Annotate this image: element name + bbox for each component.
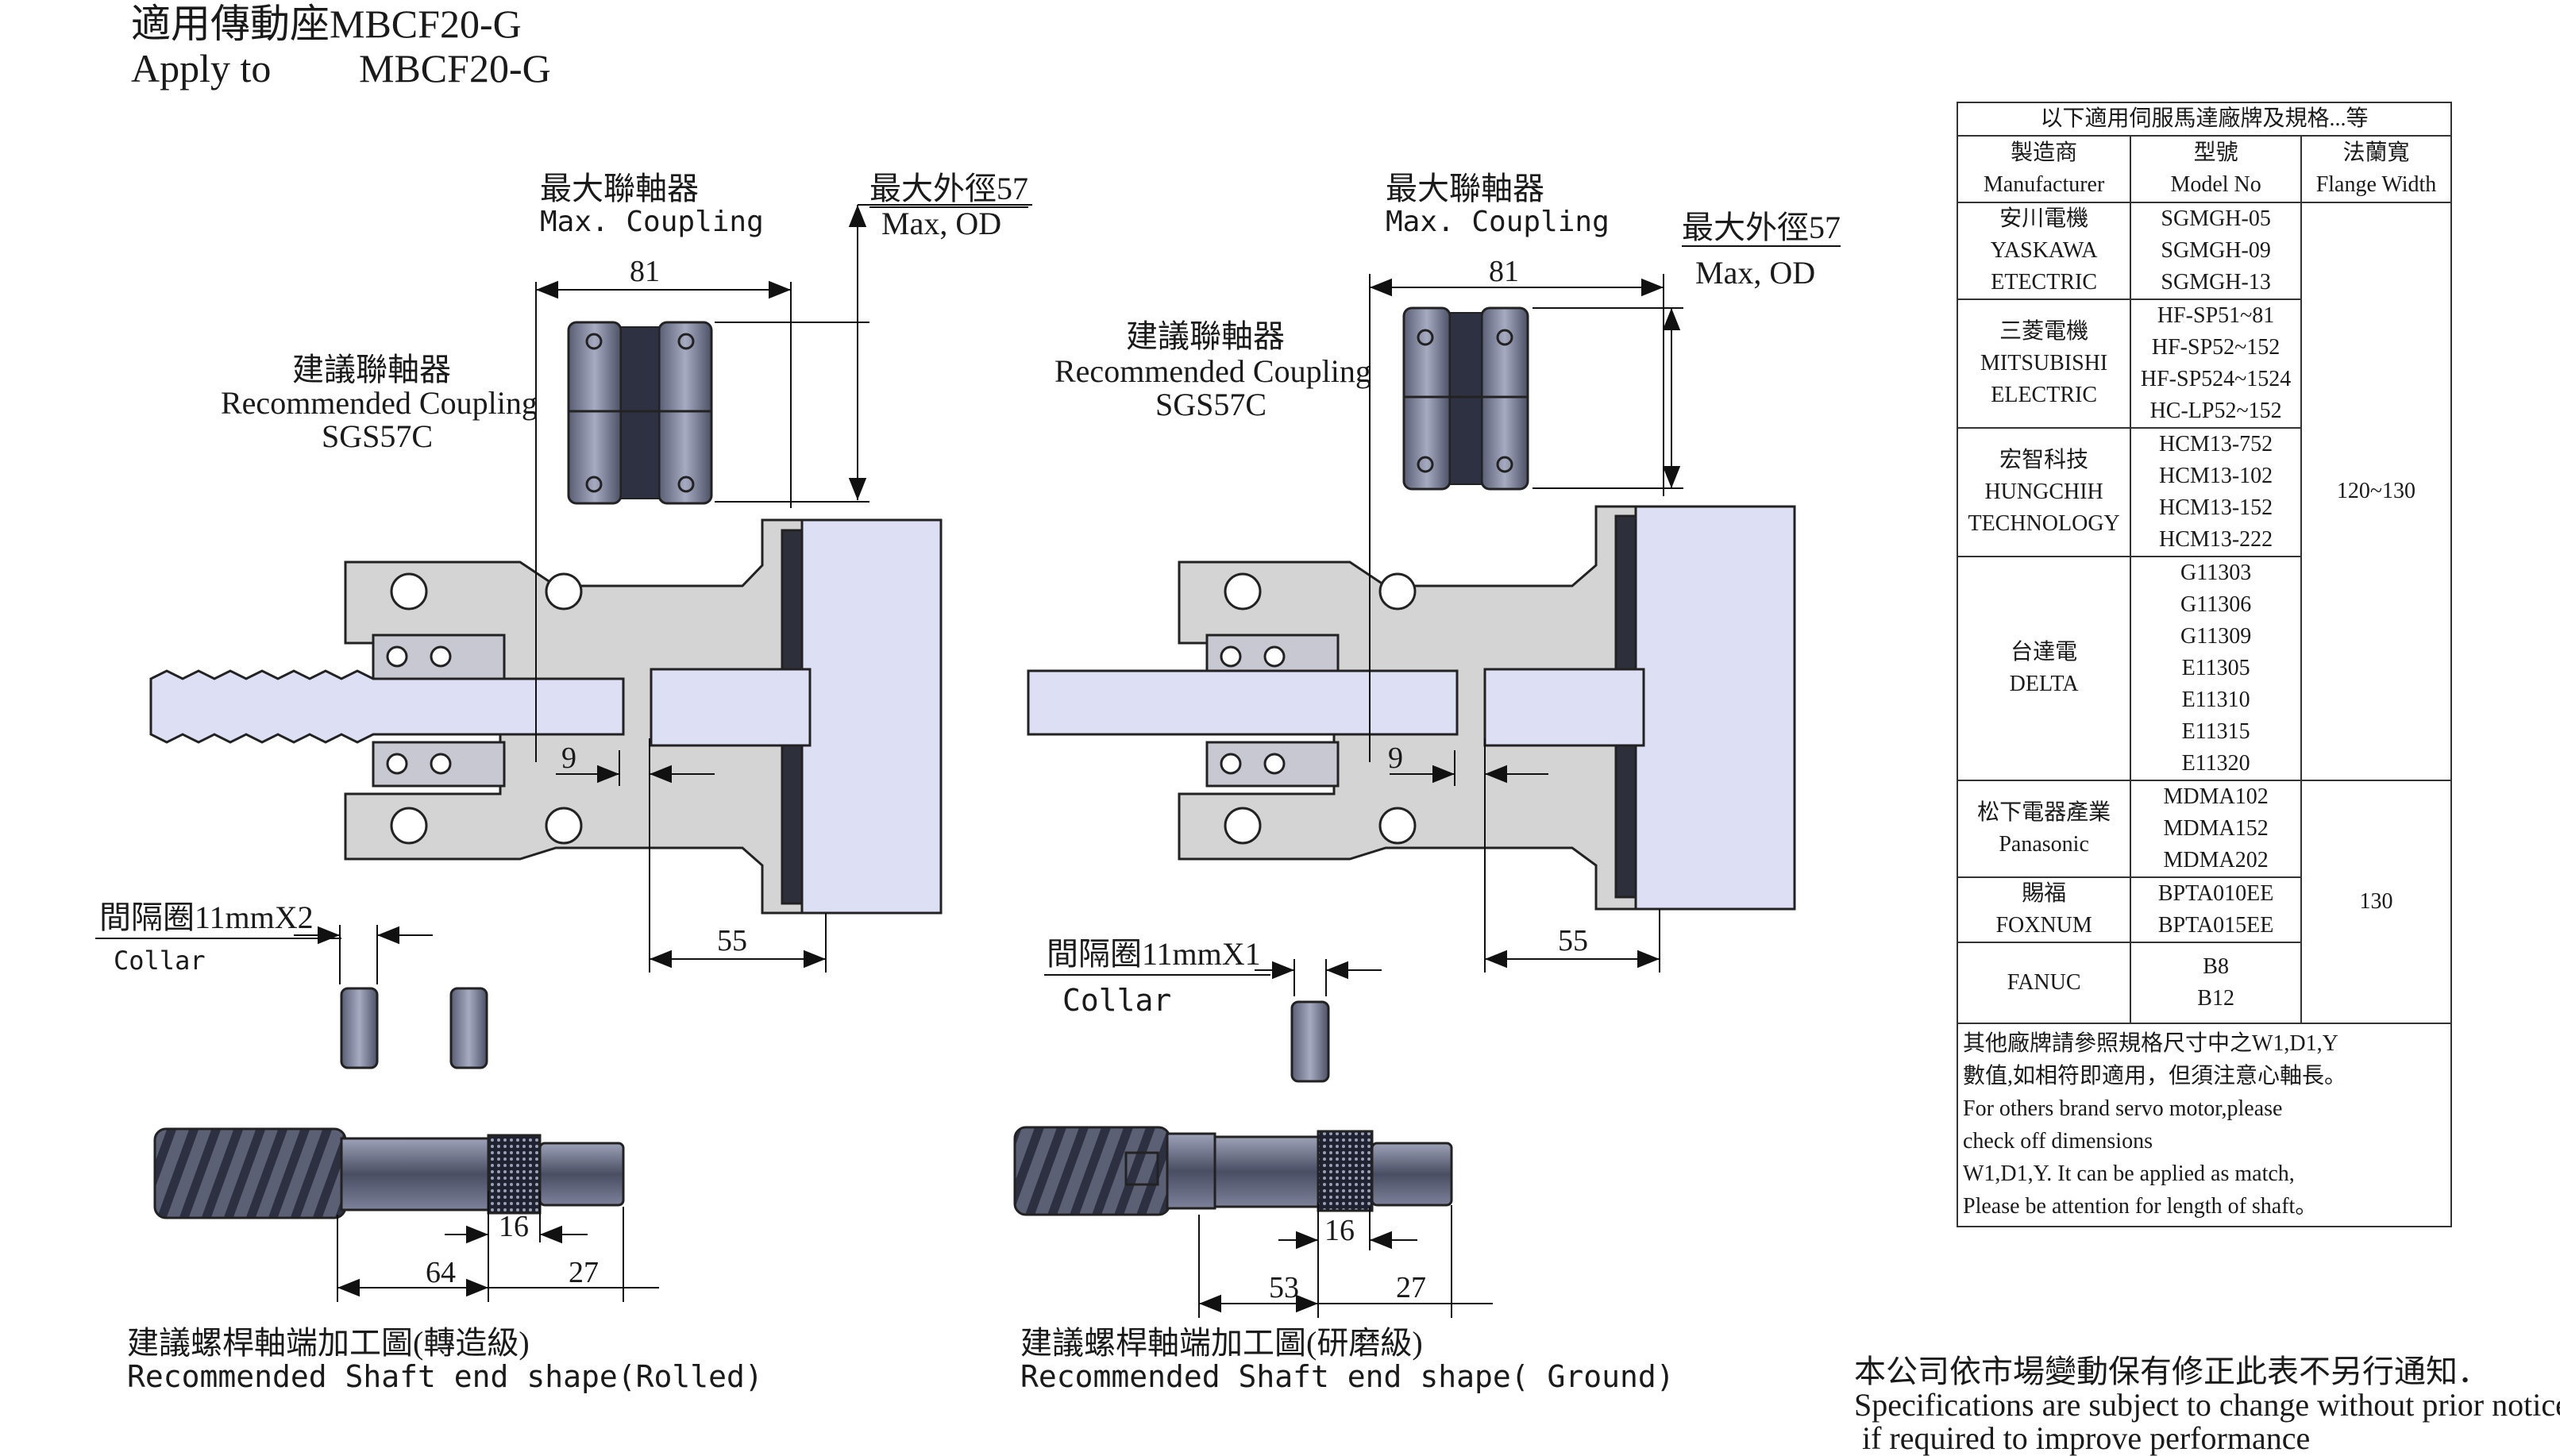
right-dim-27: 27 <box>1396 1271 1426 1304</box>
left-rec-cn: 建議聯軸器 <box>292 352 451 387</box>
right-coupling <box>1402 306 1529 491</box>
left-shaft-en: Recommended Shaft end shape(Rolled) <box>127 1359 763 1394</box>
left-max-od-cn: 最大外徑57 <box>869 171 1028 208</box>
header-flange-cn: 法蘭寬 <box>2342 141 2410 165</box>
title-en-model: MBCF20-G <box>359 46 551 91</box>
left-shaft-cn: 建議螺桿軸端加工圖(轉造級) <box>127 1325 530 1361</box>
right-dim-53: 53 <box>1269 1271 1299 1304</box>
left-dim-55: 55 <box>717 924 747 957</box>
title-cn: 適用傳動座MBCF20-G <box>131 2 522 46</box>
left-max-od-en: Max, OD <box>881 206 1002 241</box>
right-max-coupling-cn: 最大聯軸器 <box>1386 171 1544 206</box>
left-collar-2 <box>449 987 488 1069</box>
right-max-coupling-en: Max. Coupling <box>1386 206 1610 238</box>
flange-120-130: 120~130 <box>2300 202 2453 781</box>
right-collar-en: Collar <box>1062 983 1172 1018</box>
footer-cn: 本公司依市場變動保有修正此表不另行通知． <box>1854 1354 2489 1389</box>
left-rec-en: Recommended Coupling <box>221 385 538 421</box>
servo-spec-table: 以下適用伺服馬達廠牌及規格...等 製造商 Manufacturer 型號 Mode… <box>1956 102 2453 1227</box>
left-assembly <box>95 204 1032 1302</box>
header-manufacturer: 製造商 Manufacturer <box>1956 135 2132 203</box>
left-motor <box>800 518 943 915</box>
left-collar-1 <box>340 987 379 1069</box>
right-shaft-end <box>1013 1126 1453 1216</box>
left-rec-model: SGS57C <box>322 418 434 454</box>
left-collar-en: Collar <box>114 946 206 976</box>
footer-en-1: Specifications are subject to change wit… <box>1854 1387 2560 1423</box>
left-dim-16: 16 <box>499 1210 529 1243</box>
left-max-coupling-cn: 最大聯軸器 <box>540 171 699 206</box>
right-collar-cn: 間隔圈11mmX1 <box>1047 936 1261 972</box>
right-dim-55: 55 <box>1558 924 1588 957</box>
header-model-en: Model No <box>2170 172 2261 197</box>
header-flange-en: Flange Width <box>2315 172 2437 197</box>
right-shaft-cn: 建議螺桿軸端加工圖(研磨級) <box>1020 1325 1423 1361</box>
header-mfr-cn: 製造商 <box>2011 141 2078 165</box>
left-dim-9: 9 <box>561 741 576 775</box>
right-rec-cn: 建議聯軸器 <box>1126 318 1285 354</box>
right-dim-81: 81 <box>1489 255 1519 288</box>
left-dim-64: 64 <box>426 1256 456 1289</box>
left-max-coupling-en: Max. Coupling <box>540 206 764 238</box>
header-model-cn: 型號 <box>2193 141 2238 165</box>
table-caption: 以下適用伺服馬達廠牌及規格...等 <box>1957 102 2452 137</box>
right-max-od-en: Max, OD <box>1695 255 1816 291</box>
right-rec-model: SGS57C <box>1155 387 1267 422</box>
mfr-fanuc: FANUC <box>1956 942 2132 1024</box>
header-model: 型號 Model No <box>2130 135 2302 203</box>
title-en-prefix: Apply to <box>131 46 272 91</box>
right-assembly <box>1013 274 1796 1318</box>
right-screw-shaft <box>1027 669 1459 736</box>
left-coupling <box>567 321 713 505</box>
left-dim-27: 27 <box>569 1256 599 1289</box>
left-collar-cn: 間隔圈11mmX2 <box>99 899 314 935</box>
right-collar <box>1290 1000 1330 1083</box>
left-screw-shaft <box>149 669 625 744</box>
right-dim-9: 9 <box>1388 741 1403 775</box>
right-max-od-cn: 最大外徑57 <box>1682 210 1841 247</box>
right-motor <box>1634 505 1796 911</box>
right-shaft-en: Recommended Shaft end shape( Ground) <box>1020 1359 1675 1394</box>
left-shaft-end <box>153 1127 625 1219</box>
flange-130: 130 <box>2300 780 2453 1024</box>
header-mfr-en: Manufacturer <box>1983 172 2105 197</box>
right-dim-16: 16 <box>1324 1214 1355 1247</box>
footer-en-2: if required to improve performance <box>1862 1420 2311 1456</box>
header-flange: 法蘭寬 Flange Width <box>2300 135 2453 203</box>
left-dim-81: 81 <box>630 255 660 288</box>
right-rec-en: Recommended Coupling <box>1054 353 1371 389</box>
